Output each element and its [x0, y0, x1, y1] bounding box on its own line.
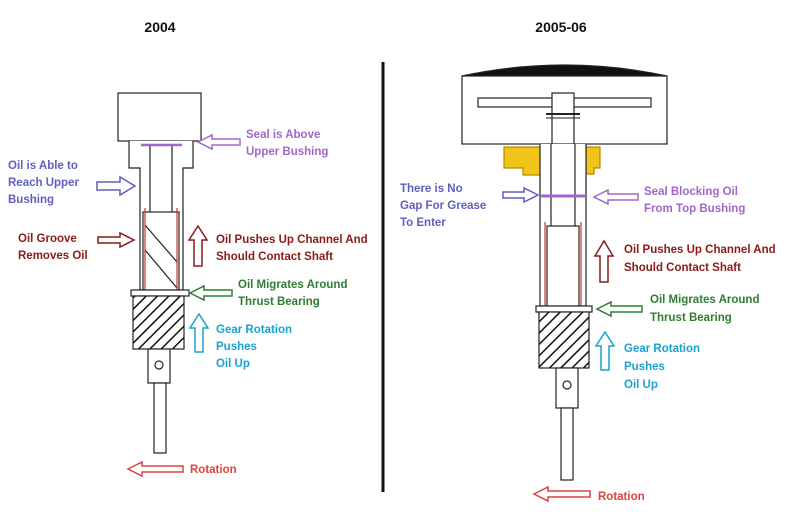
left-rotation-arrow	[126, 460, 184, 478]
left-groove-callout: Oil Groove Removes Oil	[18, 231, 136, 262]
left-rotation-label: Rotation	[190, 464, 237, 476]
right-gear-label: Gear Rotation Pushes Oil Up	[624, 343, 703, 391]
right-gear-arrow	[594, 330, 616, 371]
right-seal-callout: Seal Blocking Oil From Top Bushing	[592, 186, 745, 215]
left-groove-arrow	[97, 231, 136, 249]
right-thrust-bearing	[535, 305, 593, 313]
left-migrates-callout: Oil Migrates Around Thrust Bearing	[188, 279, 351, 308]
right-migrates-label: Oil Migrates Around Thrust Bearing	[650, 294, 763, 324]
left-seal-callout: Seal is Above Upper Bushing	[196, 129, 328, 158]
left-pushes-up-callout: Oil Pushes Up Channel And Should Contact…	[187, 224, 371, 267]
left-groove-label: Oil Groove Removes Oil	[18, 233, 88, 262]
left-oil-reach-label: Oil is Able to Reach Upper Bushing	[8, 160, 82, 206]
left-drive-shaft	[153, 382, 167, 454]
left-pin	[154, 360, 164, 370]
left-rotation-callout: Rotation	[126, 460, 237, 478]
right-no-gap-arrow	[502, 186, 540, 204]
left-oil-reach-arrow	[96, 175, 137, 197]
left-pushes-up-label: Oil Pushes Up Channel And Should Contact…	[216, 234, 371, 263]
left-migrates-label: Oil Migrates Around Thrust Bearing	[238, 279, 351, 308]
right-drive-shaft	[560, 407, 574, 481]
left-seal-label: Seal is Above Upper Bushing	[246, 129, 328, 158]
panel-title-2005-06: 2005-06	[535, 19, 587, 35]
left-gear	[132, 295, 185, 350]
left-groove-line	[144, 249, 178, 289]
right-rotation-arrow	[532, 485, 591, 503]
left-gear-arrow	[188, 312, 210, 353]
right-migrates-callout: Oil Migrates Around Thrust Bearing	[595, 294, 763, 324]
right-pin	[562, 380, 572, 390]
right-pushes-up-label: Oil Pushes Up Channel And Should Contact…	[624, 244, 779, 274]
left-gear-label: Gear Rotation Pushes Oil Up	[216, 324, 295, 370]
right-cap-dome	[461, 64, 668, 77]
right-gear-callout: Gear Rotation Pushes Oil Up	[594, 330, 703, 391]
left-assembly	[117, 92, 202, 454]
right-seal-label: Seal Blocking Oil From Top Bushing	[644, 186, 745, 215]
right-rotation-callout: Rotation	[532, 485, 645, 503]
panel-title-2004: 2004	[144, 19, 175, 35]
right-migrates-arrow	[595, 300, 643, 318]
right-gear	[538, 311, 590, 369]
right-seal-arrow	[592, 188, 639, 206]
left-gear-callout: Gear Rotation Pushes Oil Up	[188, 312, 295, 370]
left-thrust-bearing	[130, 289, 190, 297]
right-pushes-up-callout: Oil Pushes Up Channel And Should Contact…	[593, 239, 779, 283]
right-bushing	[546, 225, 580, 307]
left-bushing	[142, 211, 180, 291]
left-oil-reach-callout: Oil is Able to Reach Upper Bushing	[8, 160, 137, 206]
right-pushes-up-arrow	[593, 239, 615, 283]
left-pushes-up-arrow	[187, 224, 209, 267]
right-no-gap-label: There is No Gap For Grease To Enter	[400, 183, 490, 229]
panel-2004: 2004	[8, 19, 371, 478]
left-migrates-arrow	[188, 284, 233, 302]
panel-2005-06: 2005-06	[400, 19, 779, 503]
left-housing-cap	[117, 92, 202, 142]
left-seal-arrow	[196, 133, 241, 151]
right-assembly	[461, 64, 668, 481]
left-groove-line	[144, 224, 178, 263]
right-no-gap-callout: There is No Gap For Grease To Enter	[400, 183, 540, 229]
right-rotation-label: Rotation	[598, 491, 645, 503]
